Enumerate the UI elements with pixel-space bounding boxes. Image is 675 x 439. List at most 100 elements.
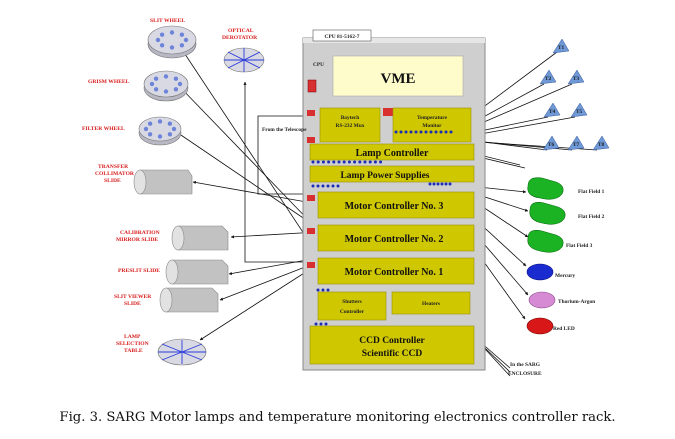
wheel-position-dot [169,45,175,50]
temperature-sensor-t4 [543,102,561,118]
lamp-table-line2: SELECTION [116,341,149,347]
connector-dot [311,184,315,188]
slit-wheel-label: SLIT WHEEL [150,18,185,24]
connector-4 [307,228,315,234]
connector-dot [321,288,325,292]
connector-dot [424,130,428,134]
from-telescope-label: From the Telescope [262,127,307,133]
connector-dot [321,160,325,164]
grism-wheel-label: GRISM WHEEL [88,79,130,85]
temperature-sensor-label: T3 [573,76,580,82]
connector-dot [326,184,330,188]
wheel-position-dot [147,121,153,126]
temperature-sensor-label: T7 [573,142,580,148]
mercury-label: Mercury [555,273,576,279]
transfer-line3: SLIDE [104,178,121,184]
motor2-label: Motor Controller No. 2 [345,234,444,245]
connector-3 [307,195,315,201]
connector-dot [399,130,403,134]
preslit-label: PRESLIT SLIDE [118,268,160,274]
rack-top-edge [303,38,485,43]
motor-controller-2 [317,224,475,252]
baytech-line2: RS-232 Mux [336,123,365,129]
wheel-position-dot [143,126,149,132]
connector-dot [432,182,436,186]
filter-wheel-label: FILTER WHEEL [82,126,125,132]
figure-caption: Fig. 3. SARG Motor lamps and temperature… [59,410,616,425]
optical-derotator-icon [223,47,265,73]
connector-dot [414,130,418,134]
connector-dot [327,160,331,164]
connector-dot [347,160,351,164]
optical-derotator-line2: DEROTATOR [222,35,258,41]
calibration-slide-icon [171,225,229,251]
vme-label: VME [381,71,416,87]
shutters-line2: Controller [340,309,365,315]
flat1-label: Flat Field 1 [578,189,605,195]
flat3-label: Flat Field 3 [566,243,593,249]
connector-dot [449,130,453,134]
temperature-line2: Monitor [422,123,442,129]
connector-dot [358,160,362,164]
connector-dot [373,160,377,164]
ccd-controller [309,325,475,365]
flat-field-2-lamp [529,202,566,225]
motor1-label: Motor Controller No. 1 [345,267,444,278]
lamp-controller [309,143,475,161]
temperature-sensor-label: T2 [545,76,552,82]
shutters-controller [317,291,387,321]
wheel-position-dot [153,87,159,92]
cpu-indicator [307,79,317,93]
connector-dot [394,130,398,134]
lamp-power-label: Lamp Power Supplies [340,171,429,181]
wheel-position-dot [147,132,153,137]
wheel-position-dot [179,43,185,48]
connector-dot [321,184,325,188]
connector-dot [314,322,318,326]
motor3-label: Motor Controller No. 3 [345,201,444,212]
temperature-sensor-t8 [592,135,610,151]
slit-viewer-line2: SLIDE [124,301,141,307]
flat-field-3-lamp [527,230,564,253]
temperature-sensor-t1 [552,38,570,54]
wire-slit-wheel [172,35,319,256]
temperature-sensor-label: T1 [558,45,565,51]
filter-wheel-icon [138,116,182,146]
temperature-sensor-t6 [542,135,560,151]
connector-dot [342,160,346,164]
enclosure-line1: In the SARG [510,362,541,368]
connector-dot [448,182,452,186]
wheel-position-dot [149,81,155,87]
connector-dot [429,130,433,134]
wheel-position-dot [153,76,159,81]
connector-dot [316,184,320,188]
red-led-lamp [526,317,554,335]
optical-derotator-line1: OPTICAL [228,28,254,34]
connector-dot [316,288,320,292]
transfer-line1: TRANSFER [98,164,129,170]
wheel-position-dot [159,32,165,37]
wire-grism-wheel [177,84,319,231]
wheel-position-dot [163,89,169,94]
connector-2 [307,137,315,143]
temperature-sensor-t3 [567,69,585,85]
lamp-power-supplies [309,165,475,183]
lamp-selection-table-icon [157,338,207,366]
wheel-position-dot [167,132,173,137]
transfer-slide-icon [133,169,193,195]
temperature-sensor-label: T4 [549,109,556,115]
connector-dot [324,322,328,326]
connector-dot [353,160,357,164]
connector-dot [336,184,340,188]
temperature-sensor-label: T6 [548,142,555,148]
connector-dot [326,288,330,292]
wire-filter-wheel [174,130,319,229]
motor-controller-1 [317,257,475,285]
slit-viewer-slide-icon [159,287,219,313]
connector-dot [311,160,315,164]
connector-dot [440,182,444,186]
thorium-label: Thorium-Argon [558,299,595,305]
connector-1 [307,110,315,116]
connector-dot [428,182,432,186]
